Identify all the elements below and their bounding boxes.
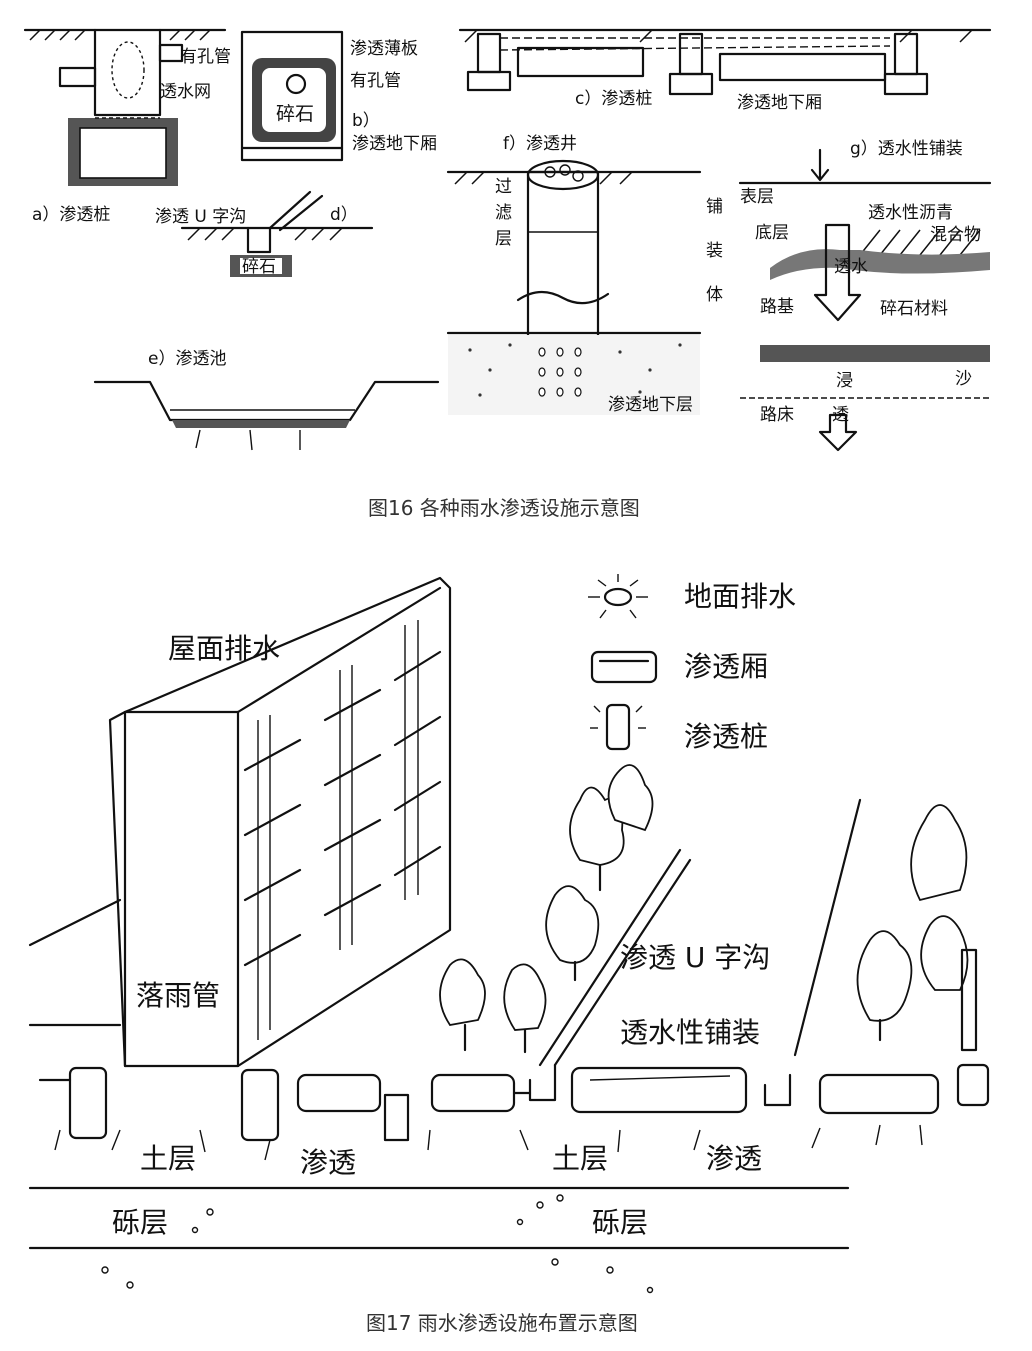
fig16-g-through-label: 透 [832,405,849,425]
fig17-infiltration-label-1: 渗透 [300,1146,356,1179]
fig16-panel-c [458,28,992,96]
fig17-ditch-label: 渗透 U 字沟 [620,941,770,974]
fig17-gravel-label-1: 砾层 [112,1206,168,1239]
fig16-panel-e [93,380,440,451]
fig16-a-net-label: 透水网 [160,82,211,102]
fig16-f-pave-1: 铺 [706,197,723,217]
fig16-g-gravel-label: 碎石材料 [880,299,948,319]
fig16-g-bed-label: 路床 [760,405,794,425]
fig17-paving-label: 透水性铺装 [620,1016,760,1049]
fig17-legend-icons [588,574,658,751]
fig17-ground-layers [28,1124,923,1294]
fig16-a-label: a）渗透桩 [32,205,110,225]
fig17-soil-label-1: 土层 [140,1142,196,1175]
fig16-panel-f [446,159,702,415]
fig16-e-label: e）渗透池 [148,349,226,369]
fig16-g-label: g）透水性铺装 [850,139,963,159]
fig16-d-label: 渗透 U 字沟 [155,207,246,227]
fig17-downpipe-label: 落雨管 [136,979,220,1012]
fig16-panel-d [180,190,374,277]
fig16-g-subgrade-label: 路基 [760,297,794,317]
fig16-f-layer-label: 渗透地下层 [608,395,693,415]
fig16-g-asphalt-label: 透水性沥青 [868,203,953,223]
fig16-panel-b [240,30,344,162]
fig16-b-board-label: 渗透薄板 [350,39,418,59]
fig16-d-tag: d） [330,205,358,225]
fig16-g-soak-label: 浸 [836,371,853,391]
fig16-b-chamber-label: 渗透地下厢 [352,134,437,154]
fig16-g-mix-label: 混合物 [930,225,981,245]
legend-surface-drain-label: 地面排水 [684,580,796,613]
fig16-g-water-label: 透水 [834,257,868,277]
fig17-building [28,576,452,1068]
fig16-b-gravel-label: 碎石 [276,103,314,125]
fig16-b-label: b） [352,111,380,131]
fig16-c-label: c）渗透桩 [575,89,652,109]
fig16-panel-g [738,148,992,452]
fig16-g-base-label: 底层 [755,223,789,243]
fig17-ditch-road [538,798,862,1067]
fig16-d-gravel-label: 碎石 [242,257,276,277]
fig17-infiltration-label-2: 渗透 [706,1142,762,1175]
fig16-f-filter-3: 层 [495,229,512,249]
fig16-f-pave-2: 装 [706,241,723,261]
fig17-trees [439,764,978,1054]
surface-drain-icon [588,574,648,619]
fig17-facilities [38,1063,990,1142]
infiltration-box-icon [590,650,658,684]
legend-infiltration-box-label: 渗透厢 [684,650,768,683]
fig16-f-filter-2: 滤 [495,203,512,223]
fig16-g-sand-label: 沙 [955,369,972,389]
fig17-roof-label: 屋面排水 [168,632,280,665]
fig16-panel-a [23,28,227,186]
fig16-g-surface-label: 表层 [740,187,774,207]
fig16-f-pave-3: 体 [706,285,723,305]
fig17-soil-label-2: 土层 [552,1142,608,1175]
fig16-b-pipe-label: 有孔管 [350,71,401,91]
legend-infiltration-pile-label: 渗透桩 [684,720,768,753]
fig17-caption: 图17 雨水渗透设施布置示意图 [366,1311,638,1335]
fig16-caption: 图16 各种雨水渗透设施示意图 [368,496,640,520]
fig17-gravel-label-2: 砾层 [592,1206,648,1239]
fig16-f-label: f）渗透井 [503,134,577,154]
fig16-a-pipe-label: 有孔管 [180,47,231,67]
fig16-c-chamber-label: 渗透地下厢 [737,93,822,113]
infiltration-pile-icon [590,703,646,751]
fig16-f-filter-1: 过 [495,177,512,197]
